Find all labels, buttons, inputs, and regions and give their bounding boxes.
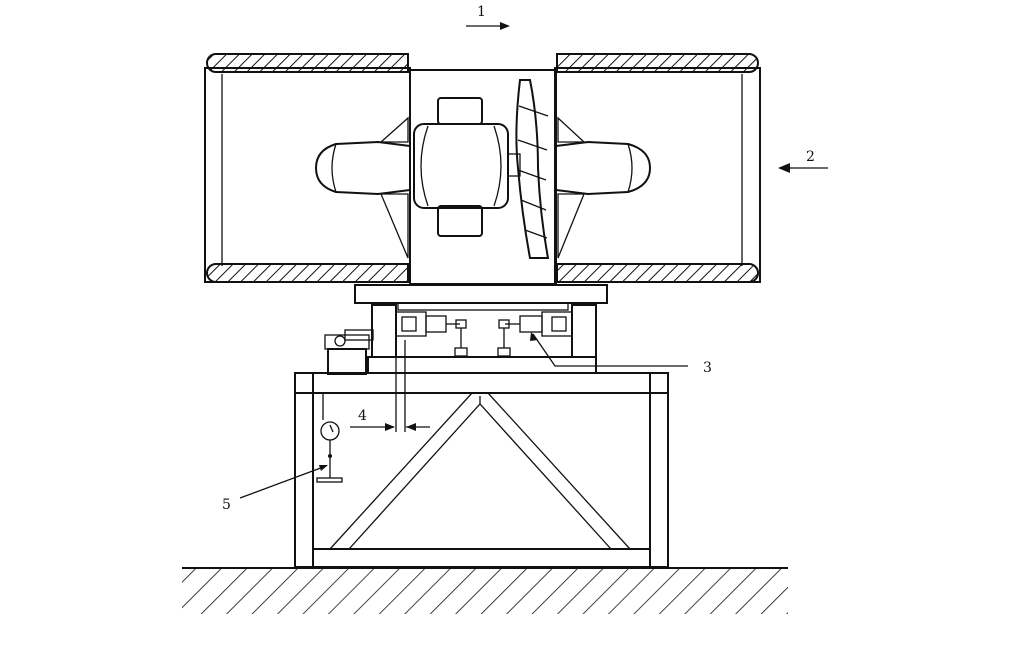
callout-label-2: 2 (806, 149, 815, 165)
leader-line-4 (350, 423, 430, 431)
inlet-nose-cone (314, 116, 411, 259)
outlet-duct-right (554, 53, 761, 283)
impeller-blades (507, 79, 550, 259)
drive-motor (324, 329, 374, 375)
ground (182, 567, 788, 614)
load-cell-assembly (367, 304, 597, 374)
callout-label-1: 1 (477, 4, 486, 20)
support-frame (294, 372, 669, 568)
callout-label-3: 3 (703, 360, 712, 376)
callout-label-5: 5 (222, 497, 231, 513)
clearance-gap (395, 340, 406, 432)
frame-cross-brace (328, 392, 632, 550)
flow-arrow-2 (778, 163, 828, 173)
flow-arrow-1 (466, 22, 510, 30)
callout-label-4: 4 (358, 408, 367, 424)
inlet-duct-left (204, 53, 411, 283)
leader-line-3 (530, 332, 688, 367)
outlet-tail-cone (555, 116, 652, 259)
mounting-plate (354, 284, 608, 311)
pressure-gauge (316, 393, 343, 483)
motor-hub (413, 97, 509, 237)
leader-line-5 (239, 465, 328, 499)
